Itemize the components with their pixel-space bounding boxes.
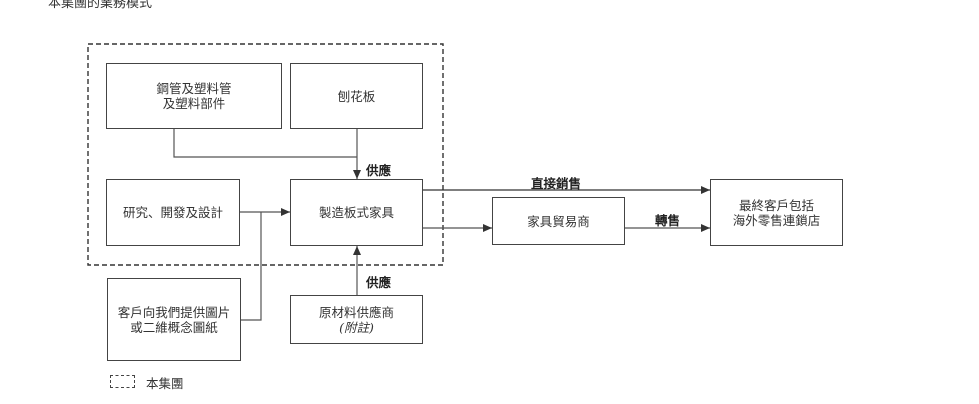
node-text-line: 及塑料部件 [162,96,226,111]
node-note: (附註) [339,319,374,335]
node-text-line: 製造板式家具 [318,205,394,220]
page-heading-cut-off: 本集團的業務模式 [48,0,153,11]
node-text-line: 原材料供應商 [318,304,394,320]
label-resale: 轉售 [655,213,681,228]
node-customer-drawings: 客戶向我們提供圖片 或二維概念圖紙 [107,278,241,361]
legend-dashed-swatch [110,375,135,388]
connector-customer-drawings [241,212,262,321]
node-rnd-design: 研究、開發及設計 [106,179,240,246]
node-end-customers: 最終客戶包括 海外零售連鎖店 [710,179,843,246]
node-text-line: 刨花板 [337,88,376,104]
node-particle-board: 刨花板 [290,63,423,129]
group-boundary [87,43,444,266]
node-text-line: 或二維概念圖紙 [130,319,218,335]
connector-steel-to-supply [173,129,357,158]
node-text-line: 客戶向我們提供圖片 [117,304,231,320]
node-text-line: 鋼管及塑料管 [156,81,232,96]
node-text-line: 家具貿易商 [527,213,590,229]
node-furniture-traders: 家具貿易商 [492,197,625,245]
node-text-line: 海外零售連鎖店 [732,212,821,228]
node-text-line: 最終客戶包括 [738,197,814,213]
label-supply-bottom: 供應 [366,275,392,290]
node-text-line: 研究、開發及設計 [122,205,223,220]
legend-group-label: 本集團 [146,376,184,391]
node-steel-plastic-pipes: 鋼管及塑料管 及塑料部件 [106,63,282,129]
node-manufacture-panel-furniture: 製造板式家具 [290,179,423,246]
label-direct-sales: 直接銷售 [531,176,582,191]
node-raw-material-suppliers: 原材料供應商 (附註) [290,295,423,344]
label-supply-top: 供應 [366,163,392,178]
